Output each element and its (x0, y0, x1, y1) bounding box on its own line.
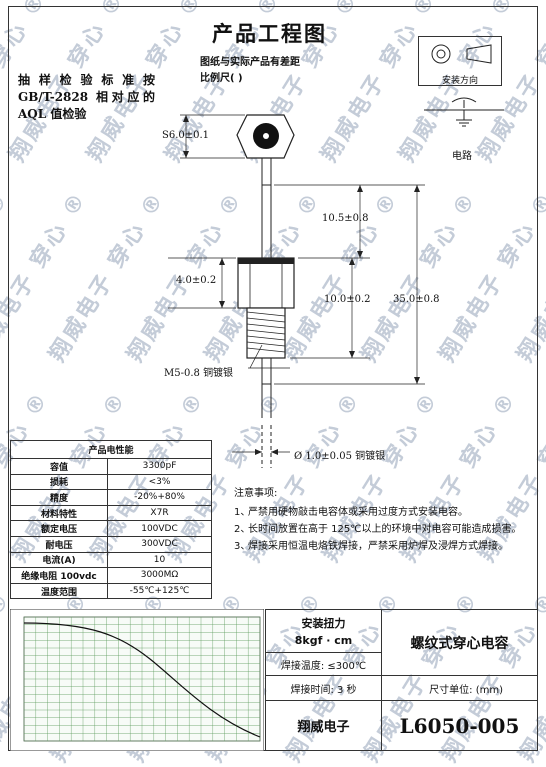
row-value: 10 (107, 551, 212, 569)
row-value: -20%+80% (107, 489, 212, 506)
notes-heading: 注意事项: (234, 488, 278, 499)
row-key: 温度范围 (10, 582, 108, 600)
product-name: 螺纹式穿心电容 (381, 609, 538, 676)
aql-note: 抽样检验标准按 GB/T-2828 相对应的 AQL 值检验 (18, 72, 155, 123)
title-block: 安装扭力 8kgf · cm 焊接温度: ≤300℃ 焊接时间: 3 秒 翔威电… (265, 609, 538, 751)
row-key: 耐电压 (10, 535, 108, 553)
note-text: 焊接采用恒温电烙铁焊接，严禁采用炉焊及浸焊方式焊接。 (248, 541, 508, 552)
row-key: 绝缘电阻 100vdc (10, 567, 108, 584)
note-item: 2、长时间放置在高于 125℃以上的环境中对电容可能造成损害。 (234, 521, 524, 538)
mount-direction-label: 安装方向 (441, 76, 478, 86)
row-value: <3% (107, 473, 212, 491)
row-value: 100VDC (107, 520, 212, 537)
company-name: 翔威电子 (265, 700, 382, 751)
aql-line-3: AQL 值检验 (18, 107, 87, 121)
note-number: 2、 (234, 524, 251, 535)
circuit-label: 电路 (452, 151, 472, 162)
weld-time: 焊接时间: 3 秒 (265, 675, 382, 701)
table-row: 损耗<3% (10, 473, 212, 491)
note-number: 1、 (234, 507, 251, 518)
dim-thread: M5-0.8 铜镀银 (164, 368, 234, 379)
note-text: 严禁用硬物敲击电容体或采用过度方式安装电容。 (248, 507, 468, 518)
performance-title: 产品电性能 (10, 440, 212, 459)
row-value: X7R (107, 504, 212, 522)
dim-lead-top: 10.5±0.8 (322, 213, 369, 224)
row-value: 300VDC (107, 535, 212, 553)
torque-value: 8kgf · cm (294, 634, 353, 647)
circuit-symbol-icon (424, 97, 504, 127)
dim-body: 10.0±0.2 (324, 294, 371, 305)
note-number: 3、 (234, 541, 251, 552)
mount-direction-box: 安装方向 (418, 36, 502, 86)
row-key: 额定电压 (10, 520, 108, 537)
table-row: 温度范围-55℃+125℃ (10, 582, 212, 600)
page-title: 产品工程图 (212, 22, 327, 46)
disclaimer-note: 图纸与实际产品有差距 (200, 57, 300, 68)
notes-block: 注意事项: 1、严禁用硬物敲击电容体或采用过度方式安装电容。 2、长时间放置在高… (234, 485, 524, 555)
dim-nut-height: 4.0±0.2 (176, 275, 217, 286)
row-key: 损耗 (10, 473, 108, 491)
mount-direction-icon (431, 44, 492, 64)
part-number: L6050-005 (381, 700, 538, 751)
note-item: 3、焊接采用恒温电烙铁焊接，严禁采用炉焊及浸焊方式焊接。 (234, 538, 524, 555)
row-value: 3000MΩ (107, 567, 212, 584)
table-row: 精度-20%+80% (10, 489, 212, 506)
row-value: -55℃+125℃ (107, 582, 212, 600)
row-key: 精度 (10, 489, 108, 506)
torque-label: 安装扭力 (301, 617, 346, 630)
dim-hex: S6.0±0.1 (162, 130, 210, 141)
aql-line-1: 抽样检验标准按 (18, 73, 155, 87)
dim-overall: 35.0±0.8 (393, 294, 440, 305)
aql-line-2: GB/T-2828 相对应的 (18, 90, 155, 104)
nut-body (237, 257, 295, 309)
attenuation-graph (10, 609, 264, 751)
scale-label: 比例尺( ) (200, 73, 243, 84)
torque-cell: 安装扭力 8kgf · cm (265, 609, 382, 653)
row-key: 容值 (10, 458, 108, 475)
dim-lead-diameter: Ø 1.0±0.05 铜镀银 (294, 451, 386, 462)
weld-temp: 焊接温度: ≤300℃ (265, 652, 382, 676)
row-value: 3300pF (107, 458, 212, 475)
attenuation-curve (23, 622, 261, 738)
row-key: 材料特性 (10, 504, 108, 522)
note-item: 1、严禁用硬物敲击电容体或采用过度方式安装电容。 (234, 504, 524, 521)
table-row: 电流(A)10 (10, 551, 212, 569)
note-text: 长时间放置在高于 125℃以上的环境中对电容可能造成损害。 (248, 524, 522, 535)
row-key: 电流(A) (10, 551, 108, 569)
unit-label: 尺寸单位: (mm) (381, 675, 538, 701)
